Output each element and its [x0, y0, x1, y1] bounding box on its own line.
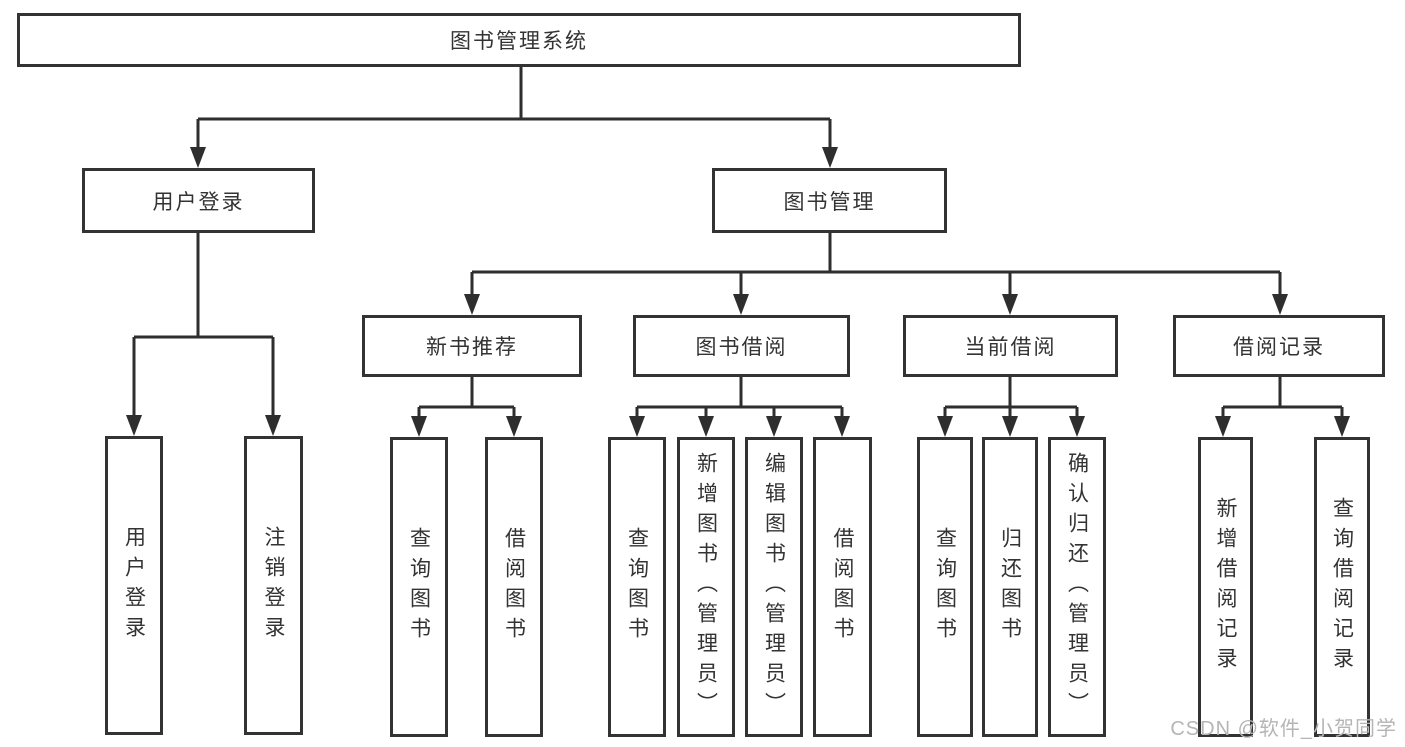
node-borrow-records: 借阅记录 — [1173, 315, 1385, 377]
connector-root-to-level2 — [190, 67, 838, 168]
leaf-label: 注销登录 — [262, 525, 285, 646]
connector-current-borrow-to-leaves — [937, 377, 1085, 437]
leaf-label: 确认归还（管理员） — [1065, 452, 1089, 722]
arrowhead — [1272, 294, 1288, 315]
arrowhead — [265, 415, 281, 436]
leaf-return-books: 归还图书 — [982, 437, 1038, 737]
arrowhead — [190, 147, 206, 168]
leaf-query-books-recommend: 查询图书 — [390, 437, 448, 737]
leaf-borrow-books: 借阅图书 — [813, 437, 872, 737]
leaf-query-books-current: 查询图书 — [917, 437, 973, 737]
leaf-add-books-admin: 新增图书（管理员） — [677, 437, 735, 737]
arrowhead — [126, 415, 142, 436]
arrowhead — [464, 294, 480, 315]
arrowhead — [1002, 294, 1018, 315]
arrowhead — [629, 416, 645, 437]
connector-book-mgmt-to-level3 — [464, 233, 1288, 315]
arrowhead — [822, 147, 838, 168]
node-current-borrowing: 当前借阅 — [903, 315, 1118, 377]
leaf-label: 查询图书 — [407, 527, 431, 647]
arrowhead — [766, 416, 782, 437]
leaf-borrow-books-recommend: 借阅图书 — [485, 437, 543, 737]
leaf-add-borrow-record: 新增借阅记录 — [1198, 437, 1253, 737]
arrowhead — [411, 416, 427, 437]
node-user-login: 用户登录 — [82, 168, 315, 233]
leaf-label: 借阅图书 — [502, 527, 526, 647]
connector-book-borrow-to-leaves — [629, 377, 850, 437]
connector-new-books-to-leaves — [411, 377, 522, 437]
arrowhead — [1002, 416, 1018, 437]
node-book-management: 图书管理 — [712, 168, 947, 233]
connector-borrow-records-to-leaves — [1215, 377, 1350, 437]
arrowhead — [834, 416, 850, 437]
arrowhead — [506, 416, 522, 437]
arrowhead — [1215, 416, 1231, 437]
leaf-label: 归还图书 — [998, 527, 1022, 647]
arrowhead — [733, 294, 749, 315]
leaf-logout: 注销登录 — [244, 436, 303, 735]
node-new-book-recommend: 新书推荐 — [362, 315, 582, 377]
arrowhead — [937, 416, 953, 437]
node-root-system: 图书管理系统 — [17, 13, 1021, 67]
arrowhead — [1069, 416, 1085, 437]
leaf-label: 新增图书（管理员） — [694, 452, 718, 722]
connector-user-login-to-leaves — [126, 233, 281, 436]
leaf-query-books-borrow: 查询图书 — [608, 437, 666, 737]
leaf-label: 查询图书 — [625, 527, 649, 647]
leaf-confirm-return-admin: 确认归还（管理员） — [1048, 437, 1106, 737]
leaf-label: 编辑图书（管理员） — [762, 452, 786, 722]
leaf-label: 查询图书 — [933, 527, 957, 647]
leaf-label: 查询借阅记录 — [1330, 497, 1354, 677]
csdn-watermark: CSDN @软件_小贺同学 — [1170, 718, 1397, 740]
leaf-label: 借阅图书 — [831, 527, 854, 647]
leaf-query-borrow-record: 查询借阅记录 — [1314, 437, 1370, 737]
leaf-label: 用户登录 — [122, 525, 146, 646]
arrowhead — [698, 416, 714, 437]
leaf-user-login: 用户登录 — [105, 436, 163, 735]
node-book-borrowing: 图书借阅 — [633, 315, 850, 377]
leaf-label: 新增借阅记录 — [1214, 497, 1237, 677]
arrowhead — [1334, 416, 1350, 437]
leaf-edit-books-admin: 编辑图书（管理员） — [745, 437, 803, 737]
